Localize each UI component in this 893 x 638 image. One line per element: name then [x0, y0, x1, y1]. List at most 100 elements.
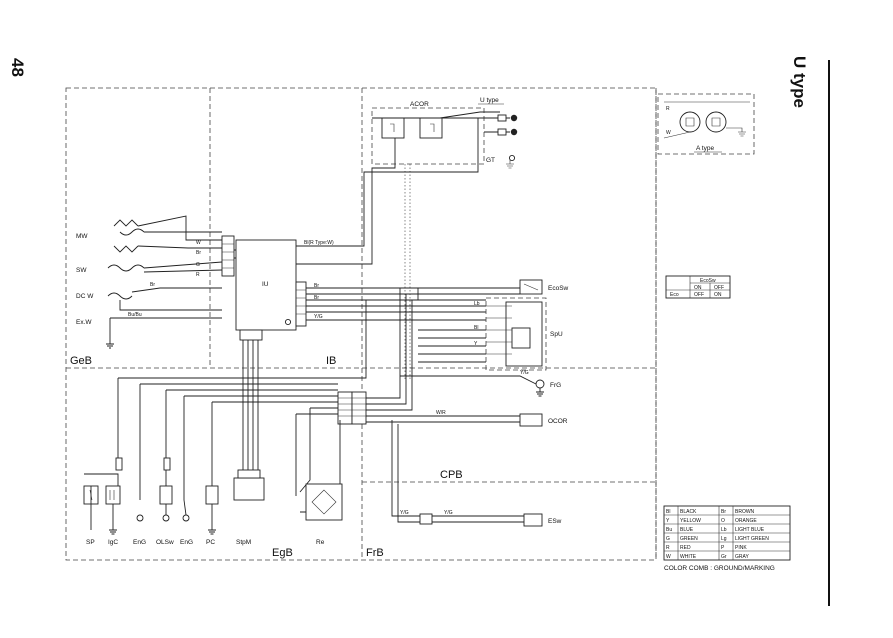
section-label-geb: GeB	[70, 355, 92, 367]
color-table-cell: LIGHT BLUE	[735, 527, 765, 533]
color-table-footer: COLOR COMB : GROUND/MARKING	[664, 565, 775, 572]
iu-right-connector	[295, 281, 307, 327]
svg-text:Br: Br	[314, 295, 319, 301]
ecosw-table: EcoSw ON OFF Eco OFF ON	[665, 275, 731, 299]
acor-relay-2	[419, 117, 443, 139]
mw-winding	[113, 219, 139, 253]
acor-relay-1	[381, 117, 405, 139]
a-type-outlet-left	[679, 111, 701, 133]
svg-text:W: W	[666, 130, 671, 136]
svg-text:Y: Y	[474, 341, 478, 347]
color-table-cell: BROWN	[735, 509, 755, 515]
outer-frame	[65, 87, 657, 561]
svg-text:R: R	[196, 272, 200, 278]
a-type-outlet-right	[705, 111, 727, 133]
iu-label: IU	[262, 281, 269, 288]
dcw-winding	[107, 292, 133, 300]
ecosw-table-row-val2: ON	[714, 292, 722, 298]
color-table-cell: YELLOW	[680, 518, 701, 524]
color-table-cell: Bu	[666, 527, 672, 533]
svg-text:Y/G: Y/G	[314, 314, 323, 320]
stpm-stepping-motor	[233, 477, 265, 501]
section-label-egb: EgB	[272, 547, 293, 559]
color-table-cell: GREEN	[680, 536, 698, 542]
svg-text:R: R	[666, 106, 670, 112]
a-type-label: A type	[696, 145, 714, 152]
svg-text:Y/G: Y/G	[400, 510, 409, 516]
dcw-label: DC W	[76, 293, 94, 300]
svg-text:Y/G: Y/G	[444, 510, 453, 516]
color-table-cell: O	[721, 518, 725, 524]
exw-label: Ex.W	[76, 319, 92, 326]
mw-label: MW	[76, 233, 88, 240]
esw-label: ESw	[548, 518, 562, 525]
svg-text:Y/G: Y/G	[520, 370, 529, 376]
igc-label: IgC	[108, 539, 118, 546]
olsw-oil-switch	[159, 485, 173, 505]
sp-label: SP	[86, 539, 95, 546]
svg-text:Br: Br	[150, 282, 155, 288]
color-table-cell: Y	[666, 518, 670, 524]
ecosw-label: EcoSw	[548, 285, 569, 292]
svg-text:W: W	[196, 240, 201, 246]
ecosw-table-header: EcoSw	[700, 278, 716, 284]
color-table-cell: Bl	[666, 509, 670, 515]
eng-label-1: EnG	[133, 539, 146, 546]
color-table-cell: RED	[680, 545, 691, 551]
svg-text:W/R: W/R	[436, 410, 446, 416]
ecosw-table-row-label: Eco	[670, 292, 679, 298]
section-label-ib: IB	[326, 355, 336, 367]
eng-label-2: EnG	[180, 539, 193, 546]
color-table-cell: G	[666, 536, 670, 542]
ground-terminal-icon	[508, 154, 516, 162]
stpm-label: StpM	[236, 539, 251, 546]
color-table-cell: W	[666, 554, 671, 560]
color-table-cell: WHITE	[680, 554, 697, 560]
color-table-cell: Gr	[721, 554, 727, 560]
gt-label: GT	[486, 157, 495, 164]
a-type-frame	[657, 93, 755, 155]
svg-text:Lb: Lb	[474, 301, 480, 307]
color-table-cell: PINK	[735, 545, 747, 551]
color-table-cell: ORANGE	[735, 518, 757, 524]
ecosw-table-col1: ON	[694, 285, 702, 291]
re-rectifier	[305, 483, 343, 521]
color-table-cell: BLUE	[680, 527, 694, 533]
spu-frame	[485, 297, 547, 371]
svg-text:Bu/Bu: Bu/Bu	[128, 312, 142, 318]
ib-connector-right	[351, 391, 367, 425]
iu-control-unit	[235, 239, 297, 331]
section-label-frb: FrB	[366, 547, 384, 559]
wire-label-bl-type: Bl(R Type:W)	[304, 240, 334, 246]
ecosw-table-row-val1: OFF	[694, 292, 704, 298]
svg-text:Br: Br	[314, 283, 319, 289]
acor-label: ACOR	[410, 101, 429, 108]
ecosw-table-col2: OFF	[714, 285, 724, 291]
acor-frame	[371, 107, 485, 165]
outlet-terminal-1	[510, 114, 518, 122]
geb-connector	[221, 235, 235, 277]
frg-ground-terminal	[535, 379, 545, 389]
ocor-relay	[519, 413, 543, 427]
sw-winding	[107, 264, 145, 272]
pc-label: PC	[206, 539, 215, 546]
svg-text:G: G	[196, 262, 200, 268]
spu-label: SpU	[550, 331, 563, 338]
eng-ground-1	[136, 514, 144, 522]
frg-label: FrG	[550, 382, 561, 389]
olsw-label: OLSw	[156, 539, 174, 546]
page-number: 48	[8, 58, 27, 77]
color-table-cell: GRAY	[735, 554, 749, 560]
color-table-cell: LIGHT GREEN	[735, 536, 769, 542]
color-table-cell: R	[666, 545, 670, 551]
section-label-cpb: CPB	[440, 469, 463, 481]
esw-switch	[523, 513, 543, 527]
color-table-cell: P	[721, 545, 725, 551]
ib-connector-left	[337, 391, 353, 425]
outlet-terminal-2	[510, 128, 518, 136]
sw-label: SW	[76, 267, 87, 274]
igc-ignition-coil	[105, 485, 121, 505]
